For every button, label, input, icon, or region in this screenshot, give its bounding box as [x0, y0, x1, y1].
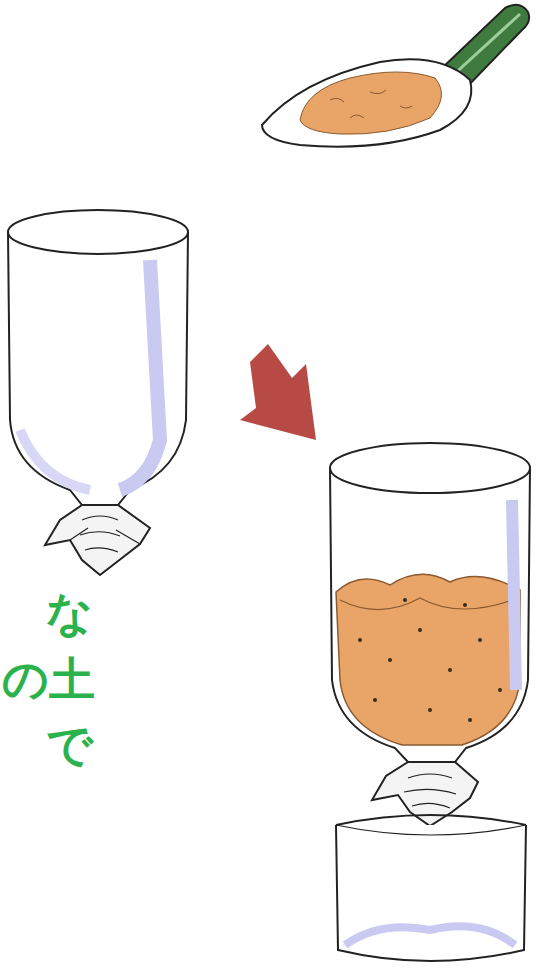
- filled-bottle: [330, 443, 530, 961]
- trowel: [262, 5, 529, 147]
- step-arrow: [240, 344, 316, 440]
- caption-text: な: [46, 590, 93, 636]
- caption-text: の土: [2, 656, 95, 702]
- cut-bottle: [8, 210, 188, 575]
- caption-text: で: [46, 722, 93, 768]
